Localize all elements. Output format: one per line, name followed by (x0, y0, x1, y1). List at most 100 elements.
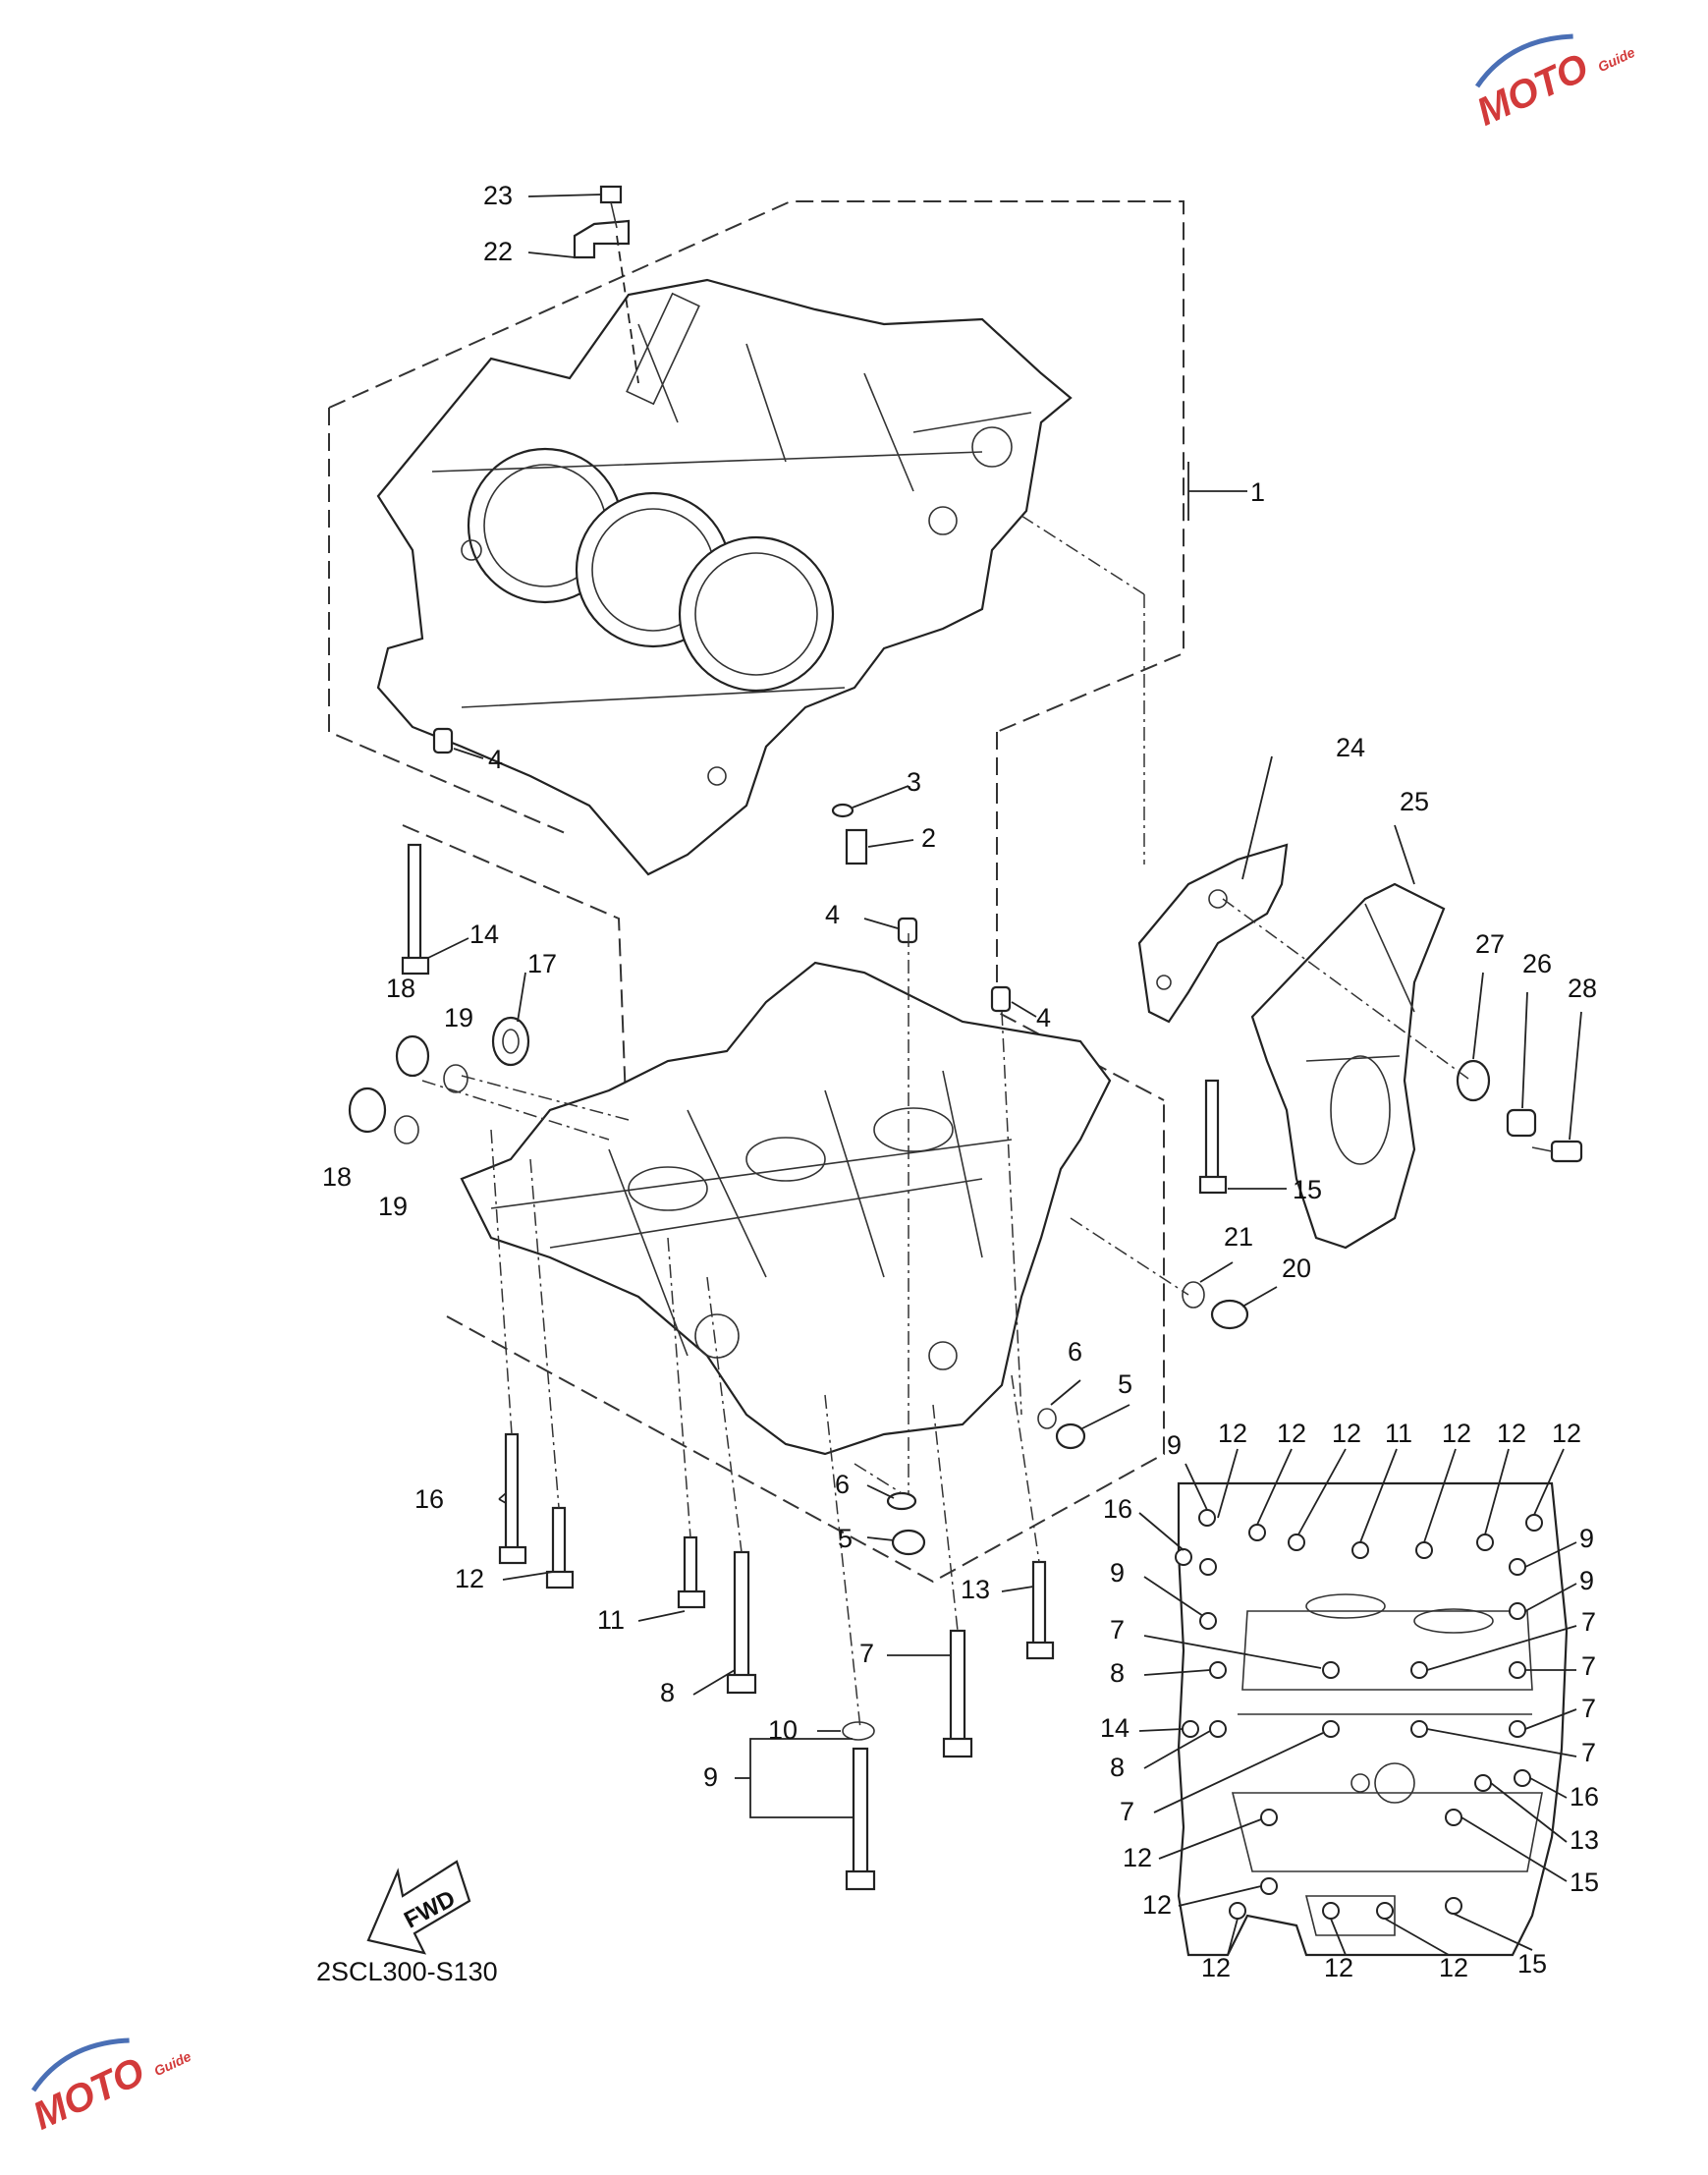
callout-labels: 23 22 1 4 3 2 4 4 14 17 18 19 18 19 24 2… (322, 181, 1597, 1792)
callout-25: 25 (1400, 787, 1429, 816)
svg-text:MOTO: MOTO (1470, 45, 1595, 134)
callout-6-bottom: 6 (835, 1470, 850, 1499)
bolt-map-labels: 9 12 12 12 11 12 12 12 16 9 7 8 14 8 7 1… (1100, 1419, 1599, 1982)
callout-3: 3 (907, 767, 921, 797)
callout-11: 11 (597, 1605, 625, 1635)
watermark-logo-top: MOTO Guide (1470, 33, 1637, 135)
callout-26: 26 (1522, 949, 1552, 978)
callout-1: 1 (1250, 477, 1265, 507)
crankcase-cover-25 (1250, 882, 1446, 1250)
callout-22: 22 (483, 237, 513, 266)
dowel-4-mid (897, 917, 918, 944)
o-ring-19-lower (394, 1115, 419, 1144)
svg-text:Guide: Guide (151, 2048, 193, 2079)
map-label-left-5: 14 (1100, 1713, 1129, 1743)
callout-16: 16 (414, 1484, 444, 1514)
map-label-right-7: 16 (1570, 1782, 1599, 1812)
fwd-arrow: FWD (366, 1860, 471, 1955)
map-label-bottom-3: 12 (1439, 1953, 1468, 1982)
dowel-4-right (990, 985, 1012, 1013)
collar-26 (1506, 1108, 1537, 1138)
map-label-left-6: 8 (1110, 1753, 1125, 1782)
callout-2: 2 (921, 823, 936, 853)
callout-4-top: 4 (488, 745, 503, 774)
washer-3 (831, 803, 854, 818)
callout-5-bottom: 5 (838, 1524, 853, 1553)
bolt-28 (1531, 1140, 1583, 1163)
o-ring-10 (842, 1721, 875, 1741)
bolt-12 (545, 1506, 575, 1589)
callout-6-right: 6 (1068, 1337, 1082, 1366)
callout-15: 15 (1293, 1175, 1322, 1204)
svg-text:MOTO: MOTO (27, 2049, 151, 2138)
crankcase-cover-24 (1137, 843, 1289, 1024)
callout-19-upper: 19 (444, 1003, 473, 1032)
callout-27: 27 (1475, 929, 1505, 959)
seal-27 (1456, 1059, 1491, 1102)
map-label-top-7: 12 (1497, 1419, 1526, 1448)
map-label-right-4: 7 (1581, 1651, 1596, 1681)
watermark-logo-bottom: MOTO Guide (27, 2037, 193, 2139)
map-label-left-7: 7 (1120, 1797, 1134, 1826)
map-label-top-5: 11 (1385, 1419, 1412, 1448)
drain-plug-5-right (1055, 1422, 1086, 1450)
map-label-top-4: 12 (1332, 1419, 1361, 1448)
bracket-22 (573, 219, 631, 259)
map-label-top-8: 12 (1552, 1419, 1581, 1448)
map-label-top-1: 9 (1167, 1430, 1182, 1460)
callout-8: 8 (660, 1678, 675, 1707)
map-label-left-2: 9 (1110, 1558, 1125, 1588)
assembly-lines (421, 515, 1469, 1730)
callout-4-right: 4 (1036, 1003, 1051, 1032)
washer-6-bottom (886, 1491, 917, 1511)
oil-seal-18-upper (395, 1034, 430, 1078)
callout-13: 13 (961, 1575, 990, 1604)
callout-23: 23 (483, 181, 513, 210)
dowel-4-top (432, 727, 454, 754)
diagram-code: 2SCL300-S130 (316, 1957, 498, 1986)
callout-17: 17 (527, 949, 557, 978)
callout-18-upper: 18 (386, 974, 415, 1003)
callout-9: 9 (703, 1762, 718, 1792)
bolt-11 (677, 1535, 706, 1609)
callout-14: 14 (469, 920, 499, 949)
svg-text:Guide: Guide (1595, 44, 1637, 75)
bolt-9 (845, 1747, 876, 1891)
callout-12: 12 (455, 1564, 484, 1593)
map-label-bottom-1: 12 (1201, 1953, 1231, 1982)
map-label-left-3: 7 (1110, 1615, 1125, 1645)
map-label-right-9: 15 (1570, 1868, 1599, 1897)
map-label-left-4: 8 (1110, 1658, 1125, 1688)
upper-case-dashed-outline (328, 200, 1185, 836)
map-label-bottom-4: 15 (1517, 1949, 1547, 1979)
callout-5-right: 5 (1118, 1369, 1132, 1399)
map-label-right-5: 7 (1581, 1694, 1596, 1723)
callout-18-lower: 18 (322, 1162, 352, 1192)
crankcase-bottom-view (1175, 1481, 1569, 1957)
washer-6-right (1037, 1408, 1057, 1429)
map-label-left-9: 12 (1142, 1890, 1172, 1920)
o-ring-19-upper (443, 1064, 468, 1093)
map-label-right-2: 9 (1579, 1566, 1594, 1595)
callout-24: 24 (1336, 733, 1365, 762)
map-label-top-2: 12 (1218, 1419, 1247, 1448)
drain-plug-5-bottom (891, 1529, 926, 1556)
map-label-left-8: 12 (1123, 1843, 1152, 1872)
callout-10: 10 (768, 1715, 798, 1745)
map-label-top-6: 12 (1442, 1419, 1471, 1448)
gasket-21 (1182, 1281, 1205, 1309)
callout-20: 20 (1282, 1254, 1311, 1283)
assembly-line-22 (616, 235, 639, 384)
callout-19-lower: 19 (378, 1192, 408, 1221)
callout-28: 28 (1568, 974, 1597, 1003)
bolt-13 (1025, 1560, 1055, 1660)
bolt-8 (726, 1550, 757, 1695)
bolt-map-leaders (1138, 1448, 1577, 1956)
plug-2 (845, 828, 868, 865)
map-label-right-8: 13 (1570, 1825, 1599, 1855)
leader-lines (427, 194, 1582, 1818)
bolt-14 (401, 843, 430, 976)
map-label-right-3: 7 (1581, 1607, 1596, 1637)
plug-20 (1210, 1299, 1249, 1330)
